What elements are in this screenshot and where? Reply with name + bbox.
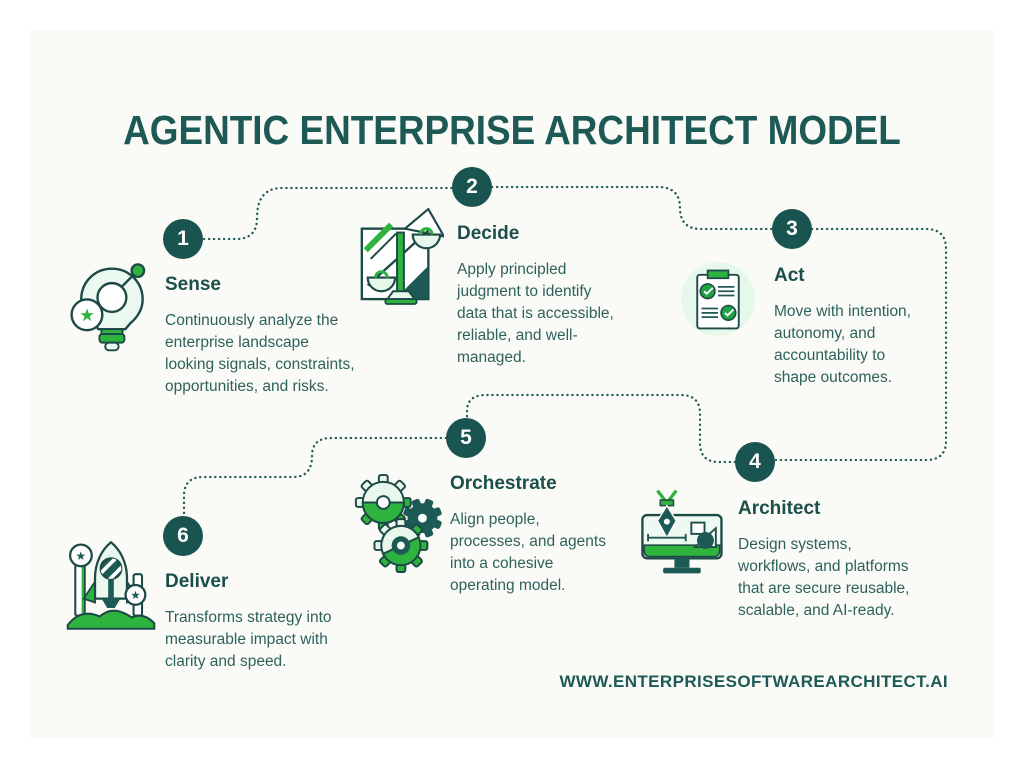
step-2-badge: 2 — [452, 167, 492, 207]
balance-scale-icon — [354, 207, 447, 313]
step-orchestrate-description: Align people, processes, and agents into… — [450, 511, 606, 594]
checklist-icon — [681, 262, 755, 336]
step-deliver-description: Transforms strategy into measurable impa… — [165, 609, 332, 670]
step-4-badge: 4 — [735, 442, 775, 482]
infographic-canvas — [30, 30, 994, 738]
step-decide-title: Decide — [457, 223, 520, 244]
step-act-title: Act — [774, 265, 805, 286]
rocket-icon: ★ ★ — [64, 538, 158, 638]
star-icon: ★ — [130, 590, 140, 602]
connector-2-3 — [490, 185, 774, 231]
connector-1-2 — [202, 186, 454, 241]
step-architect-title: Architect — [738, 498, 821, 519]
page-title: AGENTIC ENTERPRISE ARCHITECT MODEL — [123, 107, 901, 154]
step-6-badge: 6 — [163, 516, 203, 556]
connector-5-6 — [182, 436, 448, 517]
step-3-badge: 3 — [772, 209, 812, 249]
step-sense-description: Continuously analyze the enterprise land… — [165, 312, 355, 395]
step-architect-description: Design systems, workflows, and platforms… — [738, 536, 910, 619]
step-sense-title: Sense — [165, 274, 221, 295]
star-icon: ★ — [79, 305, 94, 325]
step-1-badge: 1 — [163, 219, 203, 259]
design-monitor-icon — [633, 487, 729, 582]
lightbulb-search-icon: ★ — [62, 260, 158, 365]
step-orchestrate-title: Orchestrate — [450, 473, 557, 494]
star-icon: ★ — [75, 549, 86, 563]
step-deliver-title: Deliver — [165, 571, 229, 592]
connector-4-5 — [465, 393, 737, 464]
gears-icon — [350, 474, 444, 579]
website-url: WWW.ENTERPRISESOFTWAREARCHITECT.AI — [559, 672, 948, 691]
step-5-badge: 5 — [446, 418, 486, 458]
step-act-description: Move with intention, autonomy, and accou… — [774, 303, 911, 386]
step-decide-description: Apply principled judgment to identify da… — [457, 261, 614, 366]
